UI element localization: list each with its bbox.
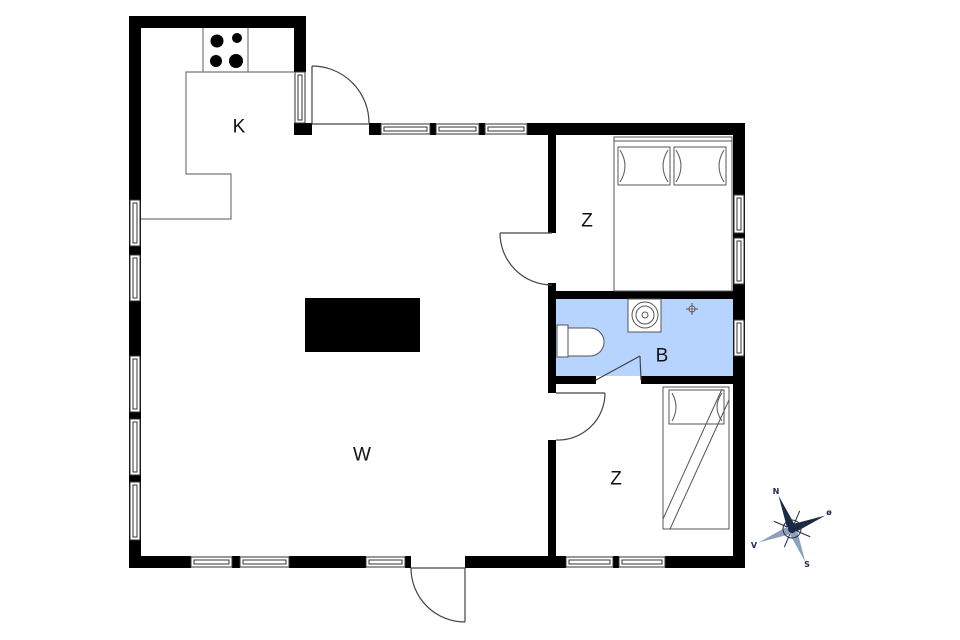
room-label-bathroom: B (655, 345, 669, 367)
room-label-bedroom-2: Z (610, 468, 622, 490)
shower-drain-icon (686, 303, 698, 315)
kitchen-counter (141, 28, 294, 220)
room-label-living: W (353, 444, 371, 466)
compass-east-label: ø (826, 508, 832, 517)
walls (129, 16, 745, 568)
compass-west-label: V (750, 541, 758, 550)
single-bed (662, 386, 730, 530)
double-bed (613, 136, 733, 292)
windows (129, 71, 745, 568)
compass-rose-icon (758, 495, 826, 563)
doors (311, 65, 642, 623)
stove-icon (210, 33, 243, 68)
room-label-kitchen: K (232, 116, 246, 138)
dining-table (305, 298, 420, 352)
toilet-icon (556, 324, 605, 358)
compass-south-label: S (804, 560, 810, 569)
room-label-bedroom-1: Z (581, 210, 593, 232)
sink-icon (627, 298, 662, 333)
compass-north-label: N (772, 487, 780, 496)
